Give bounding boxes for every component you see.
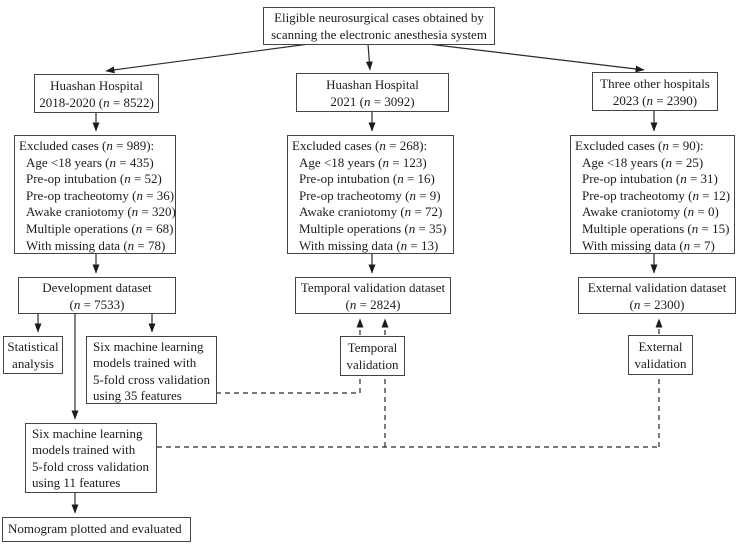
excluded-title: Excluded cases (n = 989): — [19, 138, 155, 153]
excluded-item: Pre-op tracheotomy (n = 9) — [299, 187, 441, 203]
dataset-box-external-validation: External validation dataset (n = 2300) — [578, 277, 736, 314]
arrow-top-to-huashan-2021 — [365, 43, 373, 71]
nomogram-box: Nomogram plotted and evaluated — [2, 517, 191, 542]
source-line: 2018-2020 (n = 8522) — [39, 94, 154, 110]
top-box-line2: scanning the electronic anesthesia syste… — [271, 27, 487, 42]
excluded-item: Awake craniotomy (n = 320) — [26, 204, 176, 220]
ml11-line: using 11 features — [32, 475, 121, 491]
statistical-analysis-box: Statistical analysis — [3, 336, 63, 374]
ml35-line: models trained with — [93, 355, 197, 371]
excluded-item: Awake craniotomy (n = 72) — [299, 204, 443, 220]
source-box-huashan-2021: Huashan Hospital 2021 (n = 3092) — [296, 73, 449, 112]
excluded-item: Pre-op intubation (n = 16) — [299, 171, 435, 187]
excluded-box-temporal: Excluded cases (n = 268): Age <18 years … — [287, 135, 454, 254]
excluded-item: Pre-op tracheotomy (n = 12) — [582, 187, 731, 203]
excluded-item: Age <18 years (n = 25) — [582, 154, 704, 170]
ml11-line: 5-fold cross validation — [32, 458, 149, 474]
dataset-box-development: Development dataset (n = 7533) — [18, 277, 176, 314]
excluded-title: Excluded cases (n = 90): — [575, 138, 704, 153]
dataset-line: Temporal validation dataset — [300, 279, 446, 295]
dataset-line: (n = 7533) — [69, 296, 125, 312]
arrow-top-to-other-hospitals — [427, 43, 645, 73]
source-line: 2021 (n = 3092) — [330, 93, 415, 109]
ml11-line: models trained with — [32, 442, 136, 458]
excluded-item: With missing data (n = 13) — [299, 237, 439, 253]
arrow-top-to-huashan-2018 — [105, 43, 310, 74]
statistical-line: Statistical — [7, 339, 59, 354]
dashed-ml35-to-temporal-validation — [216, 377, 361, 394]
ml-models-35-features-box: Six machine learning models trained with… — [86, 336, 217, 404]
ml35-line: using 35 features — [93, 388, 182, 404]
external-validation-line: validation — [634, 356, 687, 371]
source-line: Three other hospitals — [600, 75, 710, 91]
top-box-eligible-cases: Eligible neurosurgical cases obtained by… — [263, 7, 495, 45]
source-line: 2023 (n = 2390) — [612, 92, 698, 108]
source-line: Huashan Hospital — [326, 76, 419, 92]
dataset-line: External validation dataset — [587, 279, 727, 295]
temporal-validation-box: Temporal validation — [340, 336, 405, 376]
ml11-line: Six machine learning — [32, 426, 143, 441]
dataset-box-temporal-validation: Temporal validation dataset (n = 2824) — [295, 277, 451, 314]
temporal-validation-line: Temporal — [347, 340, 398, 355]
excluded-item: Pre-op tracheotomy (n = 36) — [26, 187, 175, 203]
external-validation-box: External validation — [628, 335, 693, 375]
dataset-line: (n = 2300) — [629, 296, 685, 312]
dataset-line: (n = 2824) — [345, 296, 401, 312]
excluded-item: Multiple operations (n = 15) — [582, 220, 730, 236]
source-box-huashan-2018-2020: Huashan Hospital 2018-2020 (n = 8522) — [34, 74, 159, 113]
excluded-item: Age <18 years (n = 123) — [299, 154, 427, 170]
excluded-item: With missing data (n = 7) — [582, 237, 715, 253]
ml35-line: 5-fold cross validation — [93, 371, 210, 387]
source-line: Huashan Hospital — [50, 77, 143, 93]
excluded-item: Awake craniotomy (n = 0) — [582, 204, 719, 220]
temporal-validation-line: validation — [346, 357, 399, 372]
excluded-item: Pre-op intubation (n = 52) — [26, 171, 162, 187]
excluded-item: Age <18 years (n = 435) — [26, 154, 154, 170]
external-validation-line: External — [638, 339, 683, 354]
excluded-item: Pre-op intubation (n = 31) — [582, 171, 718, 187]
dataset-line: Development dataset — [42, 279, 152, 295]
excluded-item: With missing data (n = 78) — [26, 237, 166, 253]
excluded-box-external: Excluded cases (n = 90): Age <18 years (… — [570, 135, 735, 254]
statistical-line: analysis — [12, 356, 54, 371]
ml-models-11-features-box: Six machine learning models trained with… — [25, 423, 157, 493]
source-box-three-other-hospitals: Three other hospitals 2023 (n = 2390) — [592, 72, 718, 111]
excluded-item: Multiple operations (n = 68) — [26, 220, 174, 236]
excluded-item: Multiple operations (n = 35) — [299, 220, 447, 236]
excluded-box-development: Excluded cases (n = 989): Age <18 years … — [14, 135, 176, 254]
ml35-line: Six machine learning — [93, 339, 204, 354]
excluded-title: Excluded cases (n = 268): — [292, 138, 428, 153]
top-box-line1: Eligible neurosurgical cases obtained by — [274, 10, 484, 25]
